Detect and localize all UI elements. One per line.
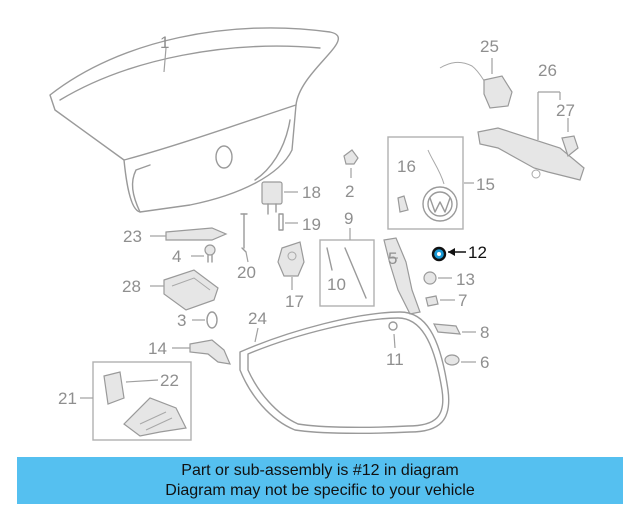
parts-diagram: 1 2 18 19 23 4 20 — [49, 27, 585, 441]
label-10: 10 — [327, 275, 346, 294]
label-9: 9 — [344, 209, 353, 228]
label-3: 3 — [177, 311, 186, 330]
info-banner: Part or sub-assembly is #12 in diagram D… — [17, 457, 623, 504]
label-2: 2 — [345, 182, 354, 201]
part-5-hinge: 5 — [383, 237, 421, 315]
label-24: 24 — [248, 309, 267, 328]
part-18-actuator: 18 — [261, 181, 321, 215]
part-21-22-latch-box: 22 21 — [58, 361, 192, 441]
label-22: 22 — [160, 371, 179, 390]
part-14-bracket: 14 — [148, 339, 231, 365]
part-15-16-emblem-box: 15 16 — [387, 136, 495, 230]
label-23: 23 — [123, 227, 142, 246]
label-15: 15 — [476, 175, 495, 194]
label-21: 21 — [58, 389, 77, 408]
part-8-striker: 8 — [432, 323, 489, 342]
part-12-bushing: 12 — [431, 243, 487, 262]
label-18: 18 — [302, 183, 321, 202]
banner-line-2: Diagram may not be specific to your vehi… — [165, 482, 475, 499]
label-25: 25 — [480, 37, 499, 56]
label-28: 28 — [122, 277, 141, 296]
part-25-sensor: 25 — [439, 37, 513, 109]
label-4: 4 — [172, 247, 181, 266]
part-17-lock: 17 — [277, 241, 305, 311]
part-28-control-module: 28 — [122, 269, 219, 311]
part-6-washer: 6 — [444, 353, 489, 372]
part-4-bolt: 4 — [172, 244, 216, 266]
part-20-rod: 20 — [237, 213, 256, 282]
part-23-handle-strip: 23 — [123, 227, 228, 246]
part-3-grommet: 3 — [177, 311, 218, 330]
part-9-10-strut-box: 9 10 — [319, 209, 375, 307]
label-5: 5 — [388, 249, 397, 268]
part-26-27-hinge-assembly: 26 27 — [477, 61, 585, 181]
part-2-nut: 2 — [343, 149, 359, 201]
trunk-lid: 1 — [49, 27, 339, 213]
label-11: 11 — [386, 350, 404, 369]
label-14: 14 — [148, 339, 167, 358]
part-19-pin: 19 — [278, 213, 321, 234]
label-16: 16 — [397, 157, 416, 176]
label-12: 12 — [468, 243, 487, 262]
banner-line-1: Part or sub-assembly is #12 in diagram — [181, 462, 459, 479]
label-19: 19 — [302, 215, 321, 234]
label-26: 26 — [538, 61, 557, 80]
label-1: 1 — [160, 33, 169, 52]
part-13-grommet: 13 — [423, 270, 475, 289]
label-13: 13 — [456, 270, 475, 289]
label-8: 8 — [480, 323, 489, 342]
label-6: 6 — [480, 353, 489, 372]
part-11-bumper: 11 — [386, 321, 404, 369]
part-7-clip: 7 — [425, 291, 467, 310]
label-20: 20 — [237, 263, 256, 282]
label-17: 17 — [285, 292, 304, 311]
label-27: 27 — [556, 101, 575, 120]
part-24-weatherstrip: 24 — [239, 309, 450, 434]
label-7: 7 — [458, 291, 467, 310]
